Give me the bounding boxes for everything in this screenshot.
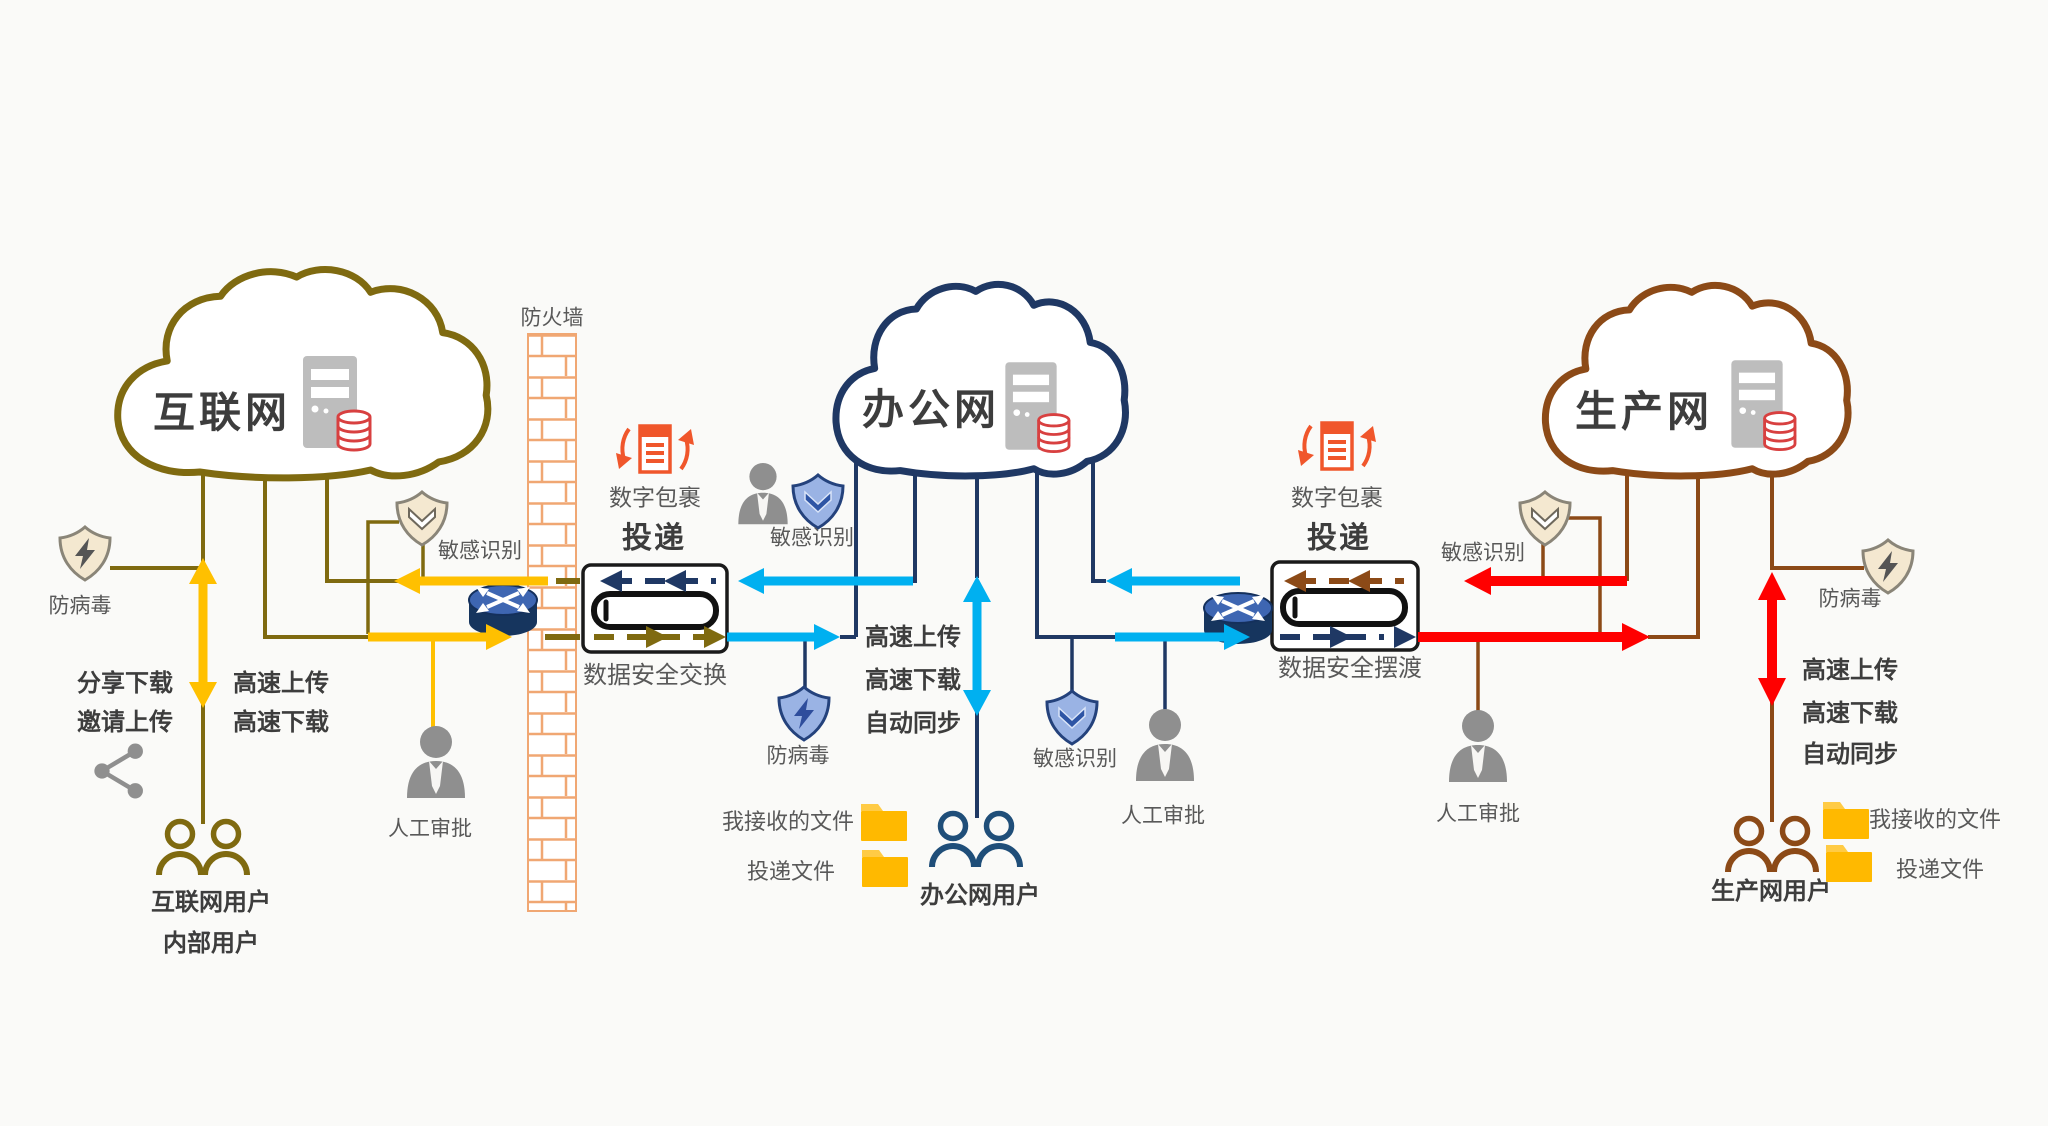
label-share-download: 分享下载 [77,670,173,697]
sync-double-arrows [189,558,1786,716]
label-fast-upload-internet: 高速上传 [233,670,329,697]
label-auto-sync-production: 自动同步 [1802,741,1898,768]
router-icon-left [467,583,539,638]
label-office-users: 办公网用户 [920,882,1040,909]
label-antivirus-office: 防病毒 [766,744,830,768]
label-production-users: 生产网用户 [1711,878,1831,905]
dashed-flows [545,570,1416,648]
label-sensitive-id-office-right: 敏感识别 [1033,747,1117,771]
label-approval-office: 人工审批 [1121,804,1205,828]
approval-person-icon-office [1136,709,1194,781]
antivirus-shield-icon-internet [60,527,110,580]
label-fast-download-office: 高速下载 [865,667,961,694]
label-received-files-office: 我接收的文件 [721,809,855,834]
sensitive-id-shield-icon-internet [397,492,447,545]
label-invite-upload: 邀请上传 [77,709,173,736]
received-files-folder-icon-office [861,804,907,841]
label-auto-sync-office: 自动同步 [865,710,961,737]
inspector-person-icon-office [738,463,788,525]
label-fast-upload-office: 高速上传 [865,624,961,651]
internet-cloud [118,270,488,478]
label-sensitive-id-internet: 敏感识别 [438,539,522,563]
label-secure-ferry: 数据安全摆渡 [1278,655,1422,682]
label-sensitive-id-production: 敏感识别 [1441,541,1525,565]
label-antivirus-production: 防病毒 [1818,587,1882,611]
internet-connection-lines [110,430,435,824]
production-cloud-title: 生产网 [1574,388,1714,435]
label-approval-internet: 人工审批 [388,817,472,841]
sensitive-id-shield-icon-office-left [793,475,843,528]
office-users-icon [932,814,1020,868]
label-internet-users: 互联网用户 [151,889,271,916]
label-firewall: 防火墙 [520,306,584,330]
label-fast-download-internet: 高速下载 [233,709,329,736]
label-delivery-right: 投递 [1307,522,1371,555]
delivered-files-folder-icon-office [862,850,908,887]
label-fast-download-production: 高速下载 [1802,700,1898,727]
internet-users-icon [159,822,247,876]
sensitive-id-shield-icon-office-right [1047,691,1097,744]
approval-person-icon-production [1449,710,1507,782]
office-cloud-title: 办公网 [861,386,1001,433]
approval-person-icon-internet [407,726,465,798]
label-antivirus-internet: 防病毒 [48,594,112,618]
label-delivery-left: 投递 [622,522,686,555]
label-internal-users: 内部用户 [163,930,259,957]
label-fast-upload-production: 高速上传 [1802,657,1898,684]
received-files-folder-icon-production [1823,802,1869,839]
label-approval-production: 人工审批 [1436,802,1520,826]
share-icon [94,744,143,799]
transfer-arrows [368,567,1650,651]
digital-package-icon-left [614,424,696,474]
label-delivered-files-production: 投递文件 [1895,857,1985,882]
label-sensitive-id-office-left: 敏感识别 [770,526,854,550]
office-cloud [836,284,1126,476]
label-received-files-production: 我接收的文件 [1868,807,2002,832]
label-digital-package-right: 数字包裹 [1291,484,1383,511]
label-digital-package-left: 数字包裹 [609,484,701,511]
internet-cloud-title: 互联网 [152,389,292,436]
label-secure-exchange: 数据安全交换 [583,662,727,689]
sensitive-id-shield-icon-production [1520,492,1570,545]
label-delivered-files-office: 投递文件 [746,859,836,884]
antivirus-shield-icon-office [779,687,829,740]
production-users-icon [1728,819,1816,873]
delivered-files-folder-icon-production [1826,845,1872,882]
production-cloud [1545,285,1848,476]
digital-package-icon-right [1296,421,1378,471]
antivirus-shield-icon-production [1863,540,1913,593]
